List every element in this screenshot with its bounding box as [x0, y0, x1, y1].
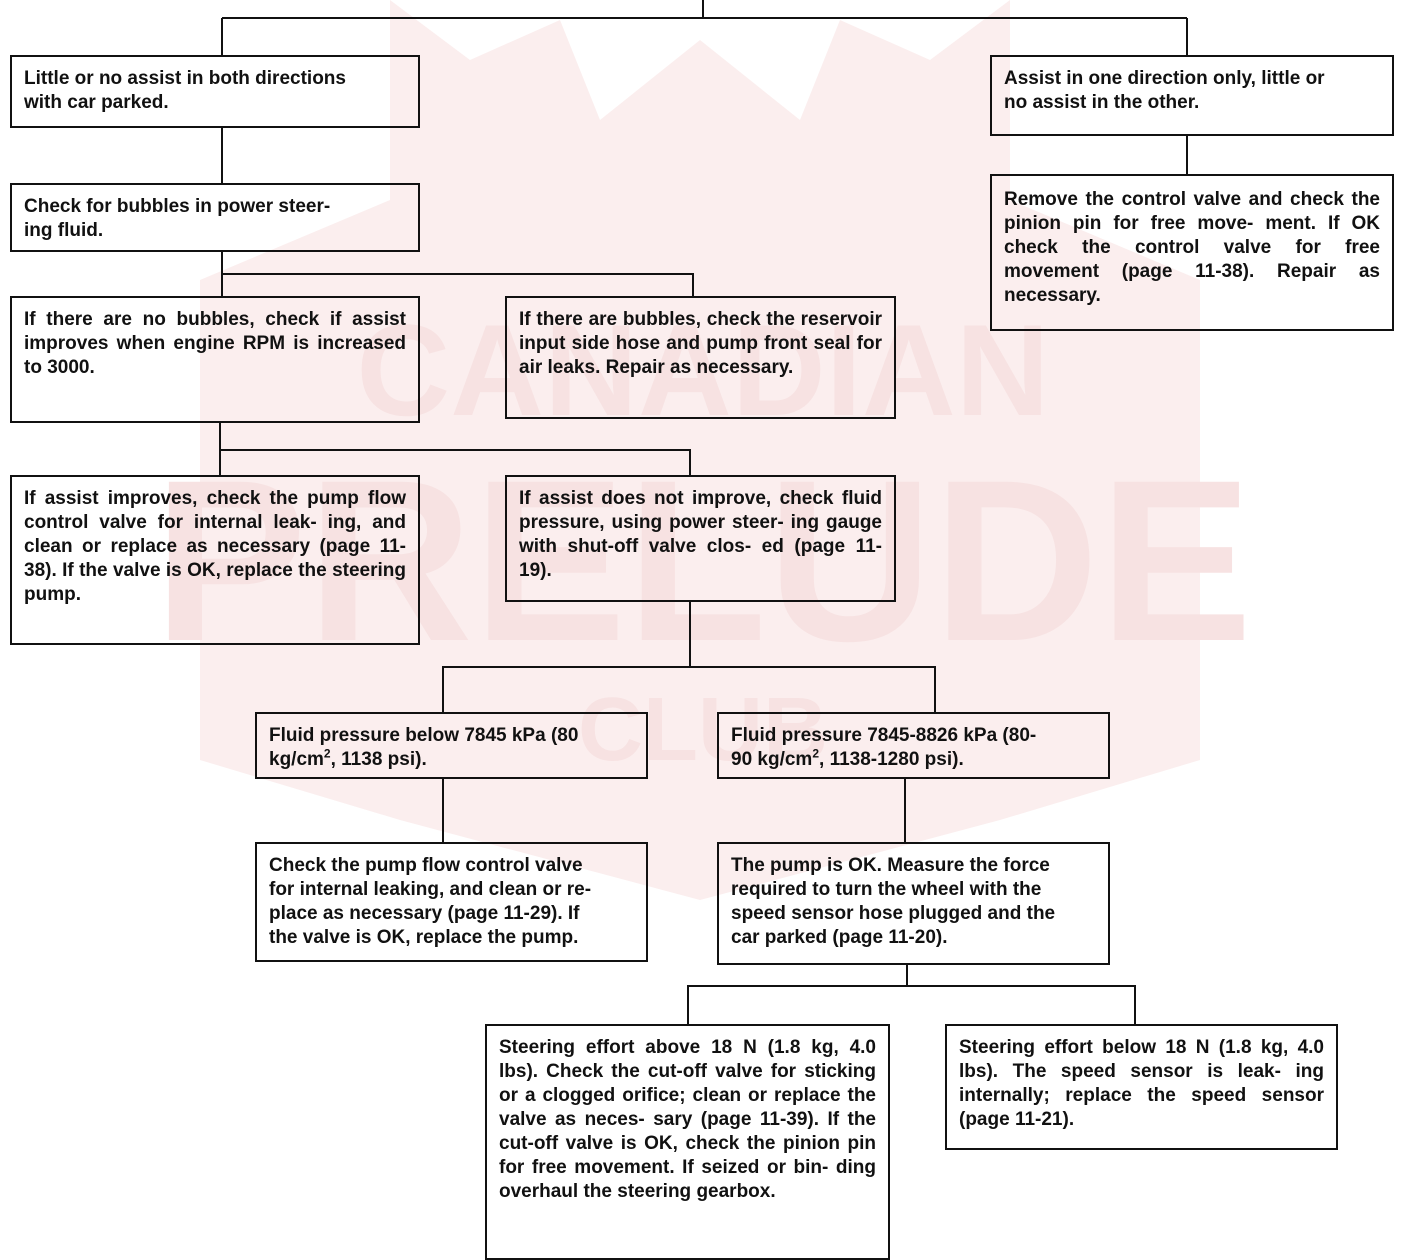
connector-n8-split [442, 602, 936, 712]
node-pressure-range: Fluid pressure 7845-8826 kPa (80- 90 kg/… [717, 712, 1110, 779]
node-assist-improves: If assist improves, check the pump flow … [10, 475, 420, 645]
connector-top [221, 0, 1188, 55]
connector-n5-split [219, 423, 691, 475]
node-effort-below: Steering effort below 18 N (1.8 kg, 4.0 … [945, 1024, 1338, 1150]
node-pressure-below-text: Fluid pressure below 7845 kPa (80 kg/cm [269, 725, 579, 770]
node-bubbles: If there are bubbles, check the reservoi… [505, 296, 896, 419]
connector-n12-split [687, 965, 1136, 1024]
node-check-pump-flow: Check the pump flow control valve for in… [255, 842, 648, 962]
node-pressure-below-sup: 2 [323, 746, 331, 761]
node-pump-ok: The pump is OK. Measure the force requir… [717, 842, 1110, 965]
node-assist-one-direction: Assist in one direction only, little or … [990, 55, 1394, 136]
node-pressure-range-text: Fluid pressure 7845-8826 kPa (80- 90 kg/… [731, 725, 1037, 770]
node-little-assist-both: Little or no assist in both directions w… [10, 55, 420, 128]
node-assist-not-improve: If assist does not improve, check fluid … [505, 475, 896, 602]
node-pressure-range-tail: , 1138-1280 psi). [819, 749, 964, 770]
node-pressure-range-sup: 2 [812, 746, 820, 761]
node-remove-control-valve: Remove the control valve and check the p… [990, 174, 1394, 331]
node-pressure-below: Fluid pressure below 7845 kPa (80 kg/cm2… [255, 712, 648, 779]
connector-n3-split [221, 252, 694, 296]
node-effort-above: Steering effort above 18 N (1.8 kg, 4.0 … [485, 1024, 890, 1260]
node-no-bubbles: If there are no bubbles, check if assist… [10, 296, 420, 423]
node-pressure-below-tail: , 1138 psi). [330, 749, 427, 770]
node-check-bubbles: Check for bubbles in power steer- ing fl… [10, 183, 420, 252]
